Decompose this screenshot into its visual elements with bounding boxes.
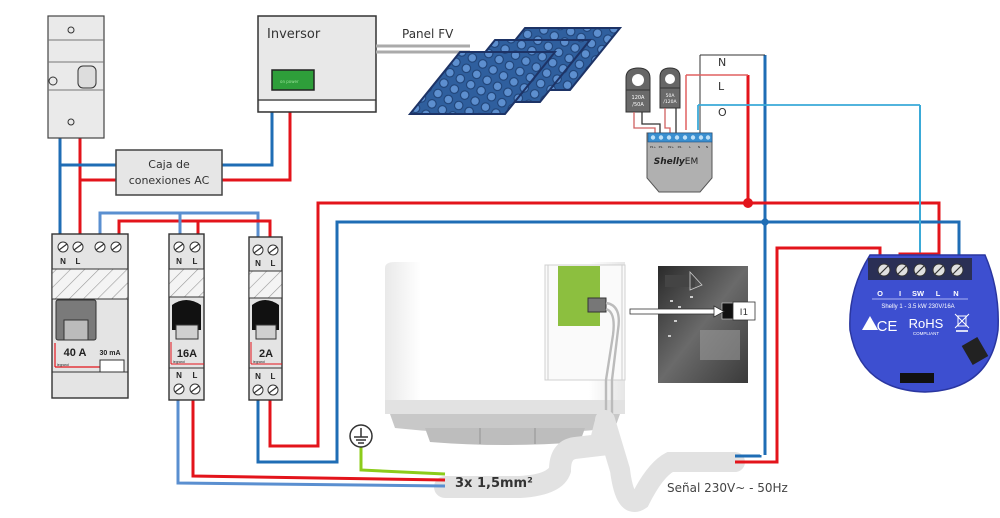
svg-text:/120A: /120A: [663, 99, 677, 105]
svg-text:L: L: [193, 371, 198, 380]
svg-text:120A: 120A: [632, 95, 646, 101]
svg-text:N: N: [60, 257, 66, 266]
input-label-box: [732, 301, 756, 321]
solar-panel-label: Panel FV: [402, 27, 454, 41]
water-heater: [385, 262, 626, 445]
svg-text:L: L: [271, 259, 276, 268]
phase-wire: [222, 112, 292, 182]
svg-text:SW: SW: [912, 289, 925, 298]
em-line-label-o: O: [718, 106, 727, 119]
neutral-wire: [176, 392, 446, 488]
signal-label: Señal 230V~ - 50Hz: [667, 481, 788, 495]
input-terminal: [587, 297, 607, 313]
svg-text:I: I: [899, 289, 901, 298]
power-cable-sheath: [434, 414, 616, 498]
input-pointer-arrow: I1: [629, 301, 756, 321]
svg-text:L: L: [936, 289, 941, 298]
svg-text:N: N: [698, 145, 700, 149]
svg-text:P1-: P1-: [659, 145, 664, 149]
ce-mark: CE: [877, 318, 898, 335]
svg-text:COMPLIANT: COMPLIANT: [913, 331, 940, 336]
rcd-rating: 40 A: [64, 347, 87, 359]
phase-bus: [117, 219, 272, 238]
shelly1-bottom-header: [900, 373, 934, 383]
inverter-label: Inversor: [267, 27, 321, 42]
svg-text:N: N: [255, 259, 261, 268]
svg-text:legrand: legrand: [253, 360, 265, 364]
breaker-2a: N L 2A legrand N L: [248, 236, 283, 401]
phase-wire: [268, 201, 748, 448]
breaker-16a: N L 16A legrand N L: [168, 233, 205, 401]
solar-panels: [407, 27, 623, 115]
svg-text:N: N: [176, 371, 182, 380]
rcd-breaker-40a: N L 40 A 30 mA legrand: [51, 233, 129, 399]
phase-junction-dot: [743, 198, 753, 208]
current-clamp-2: 50A /120A: [659, 67, 681, 109]
rohs-mark: RoHS: [909, 316, 944, 331]
high-voltage-warning-icon: [862, 316, 878, 330]
wires: [58, 55, 961, 488]
signal-cable-sheath: [595, 410, 745, 512]
ac-connection-box: Caja de conexiones AC: [115, 149, 223, 196]
breaker-2a-toggle: [252, 300, 279, 330]
inverter-display: [271, 69, 315, 91]
cable-label: 3x 1,5mm²: [455, 476, 533, 491]
svg-text:L: L: [689, 145, 691, 149]
current-clamp-1: 120A /50A: [625, 67, 651, 113]
svg-text:P1+: P1+: [650, 145, 657, 149]
svg-text:L: L: [193, 257, 198, 266]
breaker-16a-rating: 16A: [177, 348, 197, 360]
control-board: [558, 266, 600, 326]
rcd-test-button: [99, 359, 125, 373]
breaker-2a-rating: 2A: [259, 348, 273, 360]
svg-text:legrand: legrand: [173, 360, 185, 364]
phase-wire: [191, 392, 446, 482]
em-line-label-n: N: [718, 56, 726, 69]
input-label-i1: I1: [740, 308, 748, 318]
svg-text:P2+: P2+: [668, 145, 675, 149]
svg-text:50A: 50A: [666, 93, 676, 99]
earth-wire: [359, 443, 446, 476]
svg-text:N: N: [176, 257, 182, 266]
ac-box-label-line2: conexiones AC: [129, 174, 210, 187]
shelly1-spec: Shelly 1 - 3.5 kW 230V/16A: [881, 304, 954, 310]
neutral-junction-dot: [760, 217, 770, 227]
em-line-label-l: L: [718, 80, 725, 93]
neutral-wire: [256, 220, 765, 464]
rcd-sensitivity: 30 mA: [99, 350, 120, 357]
svg-text:N: N: [255, 372, 261, 381]
svg-text:N: N: [706, 145, 708, 149]
shelly-em: N L O 120A /50A 50A /120A: [625, 54, 920, 193]
svg-text:legrand: legrand: [57, 363, 69, 367]
shelly1-side-header: [961, 336, 989, 366]
earth-ground-icon: [349, 424, 373, 448]
shelly-em-logo: ShellyEM: [654, 157, 698, 167]
heater-pcb-photo: [658, 266, 748, 383]
svg-text:O: O: [877, 289, 883, 298]
inverter: Inversor on power: [257, 15, 377, 113]
shelly-1-relay: O I SW L N Shelly 1 - 3.5 kW 230V/16A CE…: [849, 254, 999, 393]
ac-box-label-line1: Caja de: [148, 158, 190, 171]
energy-meter-module: [47, 15, 105, 139]
neutral-wire: [222, 112, 274, 167]
svg-text:L: L: [271, 372, 276, 381]
svg-text:/50A: /50A: [632, 102, 644, 108]
weee-bin-icon: [954, 313, 970, 332]
breaker-16a-toggle: [172, 300, 201, 330]
svg-text:L: L: [76, 257, 81, 266]
svg-text:P2-: P2-: [678, 145, 683, 149]
svg-text:N: N: [953, 289, 958, 298]
inverter-display-text: on power: [280, 79, 299, 84]
